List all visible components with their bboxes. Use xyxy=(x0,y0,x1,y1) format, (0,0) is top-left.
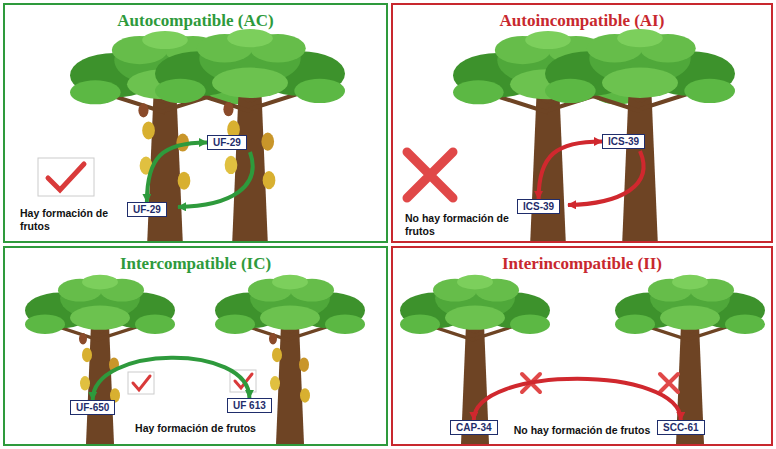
panel-heading: Autocompatible (AC) xyxy=(5,11,386,31)
clone-name: UF 613 xyxy=(233,400,266,411)
result-note: Hay formación de frutos xyxy=(5,422,386,435)
result-note: Hay formación de frutos xyxy=(20,207,130,232)
clone-label: UF-29 xyxy=(207,135,247,150)
pollination-arrow xyxy=(474,379,681,420)
panel-heading: Intercompatible (IC) xyxy=(5,254,386,274)
category-panel: Intercompatible (IC) Hay formación de fru… xyxy=(3,246,388,446)
clone-name: ICS-39 xyxy=(608,136,639,147)
clone-label: CAP-34 xyxy=(450,420,498,435)
category-panel: Autoincompatible (AI) No hay formación de… xyxy=(391,3,773,243)
clone-label: UF 613 xyxy=(227,398,272,413)
clone-name: CAP-34 xyxy=(456,422,492,433)
category-panel: Autocompatible (AC) Hay formación de frut… xyxy=(3,3,388,243)
panel-heading: Autoincompatible (AI) xyxy=(393,11,771,31)
pollination-arrow xyxy=(147,143,207,203)
clone-name: UF-29 xyxy=(133,204,161,215)
clone-name: UF-650 xyxy=(76,402,109,413)
clone-name: SCC-61 xyxy=(663,422,699,433)
pollination-arrow xyxy=(93,358,250,400)
clone-name: ICS-39 xyxy=(523,201,554,212)
clone-name: UF-29 xyxy=(213,137,241,148)
category-panel: Interincompatible (II)No hay formación d… xyxy=(391,246,773,446)
clone-label: SCC-61 xyxy=(657,420,705,435)
clone-label: UF-650 xyxy=(70,400,115,415)
clone-label: ICS-39 xyxy=(602,134,645,149)
result-note: No hay formación de frutos xyxy=(405,212,525,237)
clone-label: ICS-39 xyxy=(517,199,560,214)
panel-heading: Interincompatible (II) xyxy=(393,254,771,274)
clone-label: UF-29 xyxy=(127,202,167,217)
pollination-arrow xyxy=(539,142,602,200)
